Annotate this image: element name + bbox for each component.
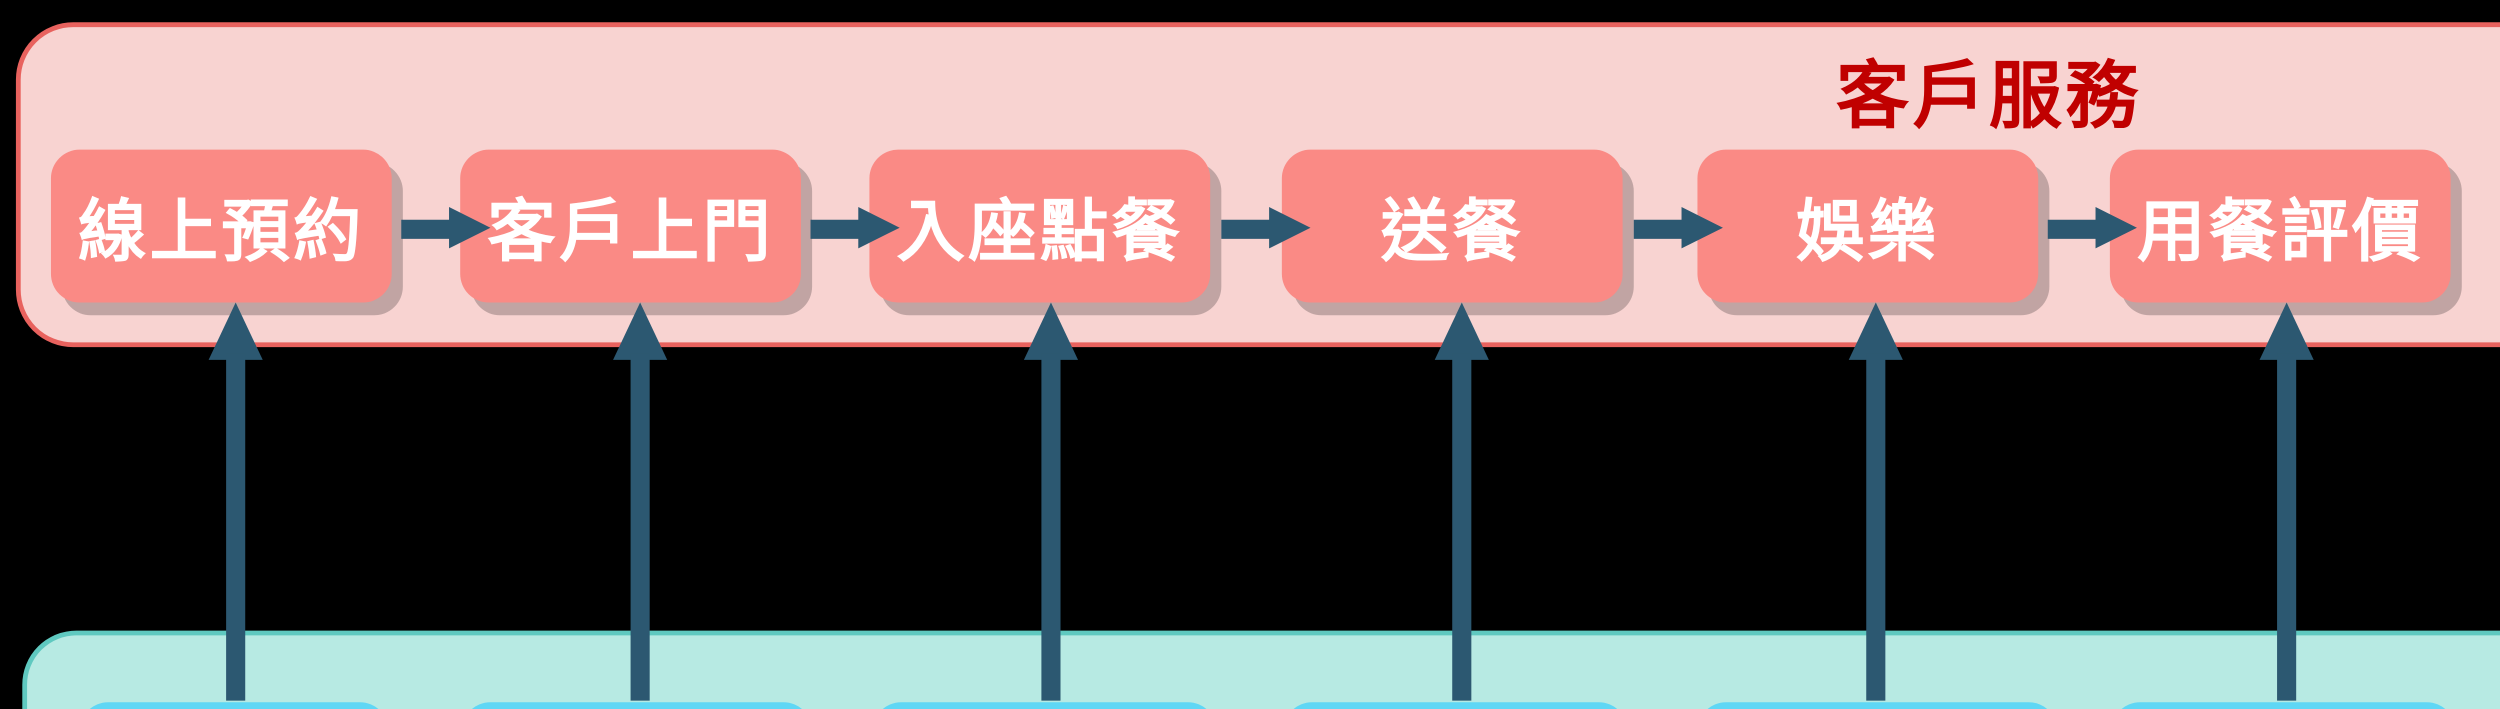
arrow-shaft xyxy=(1866,353,1886,701)
flow-arrow-right-icon-1 xyxy=(401,207,491,249)
arrow-head xyxy=(2259,302,2314,360)
arrow-shaft xyxy=(1633,219,1688,239)
customer-service-panel: 客戶服務 xyxy=(15,22,2500,348)
stage-label: 送餐 xyxy=(1380,194,1524,271)
arrow-head xyxy=(208,302,263,360)
stage-label: 用餐評價 xyxy=(2136,194,2424,271)
ai-box-voice-robot-ordering[interactable]: 語音機器人點餐 減輕人力負擔 xyxy=(872,702,1217,709)
arrow-head xyxy=(613,302,668,360)
ai-box-line-bot-mysql[interactable]: LINE BOT結合 MySQL資料庫 xyxy=(79,702,389,709)
stage-box-entertainment[interactable]: 娛樂 xyxy=(1697,149,2039,303)
support-arrow-up-icon-1 xyxy=(208,302,263,701)
flow-arrow-right-icon-2 xyxy=(810,207,900,249)
arrow-head xyxy=(1848,302,1903,360)
arrow-shaft xyxy=(1041,353,1061,701)
support-arrow-up-icon-4 xyxy=(1434,302,1489,701)
stage-box-dining-review[interactable]: 用餐評價 xyxy=(2109,149,2451,303)
arrow-head xyxy=(449,207,491,249)
arrow-head xyxy=(2095,207,2137,249)
stage-label: 娛樂 xyxy=(1796,194,1940,271)
ai-adoption-panel: 導入AI xyxy=(22,630,2500,709)
ai-box-opencv-seating[interactable]: OpenCV自動 偵測人數分配座位 xyxy=(461,702,813,709)
arrow-head xyxy=(1681,207,1723,249)
arrow-shaft xyxy=(810,219,865,239)
arrow-shaft xyxy=(2047,219,2102,239)
arrow-shaft xyxy=(1221,219,1276,239)
support-arrow-up-icon-5 xyxy=(1848,302,1903,701)
flow-arrow-right-icon-5 xyxy=(2047,207,2137,249)
arrow-head xyxy=(1269,207,1311,249)
arrow-head xyxy=(1023,302,1079,360)
stage-box-customer-arrival[interactable]: 客戶上門 xyxy=(460,149,801,303)
arrow-head xyxy=(1434,302,1489,360)
support-arrow-up-icon-2 xyxy=(613,302,668,701)
support-arrow-up-icon-3 xyxy=(1023,302,1079,701)
arrow-head xyxy=(858,207,900,249)
stage-box-online-reservation[interactable]: 線上預約 xyxy=(50,149,392,303)
stage-label: 線上預約 xyxy=(78,194,365,271)
stage-label: 客戶上門 xyxy=(487,194,774,271)
ai-box-face-latte-art[interactable]: 人臉拉花、咖啡寫詩 深度學習應用 xyxy=(1697,702,2058,709)
ai-box-driverless-delivery[interactable]: 無人車送餐 減輕人力負擔 xyxy=(1283,702,1628,709)
support-arrow-up-icon-6 xyxy=(2259,302,2314,701)
stage-label: 入座點餐 xyxy=(896,194,1184,271)
arrow-shaft xyxy=(401,219,456,239)
stage-box-food-delivery[interactable]: 送餐 xyxy=(1281,149,1623,303)
flow-arrow-right-icon-4 xyxy=(1633,207,1723,249)
flow-arrow-right-icon-3 xyxy=(1221,207,1311,249)
arrow-shaft xyxy=(1452,353,1472,701)
ai-box-customer-feedback[interactable]: 客戶意見調查 情緒分析及時回饋 xyxy=(2111,702,2456,709)
arrow-shaft xyxy=(630,353,650,701)
stage-box-seating-ordering[interactable]: 入座點餐 xyxy=(869,149,1211,303)
arrow-shaft xyxy=(2277,353,2297,701)
customer-service-panel-title: 客戶服務 xyxy=(1835,54,2142,137)
arrow-shaft xyxy=(226,353,246,701)
